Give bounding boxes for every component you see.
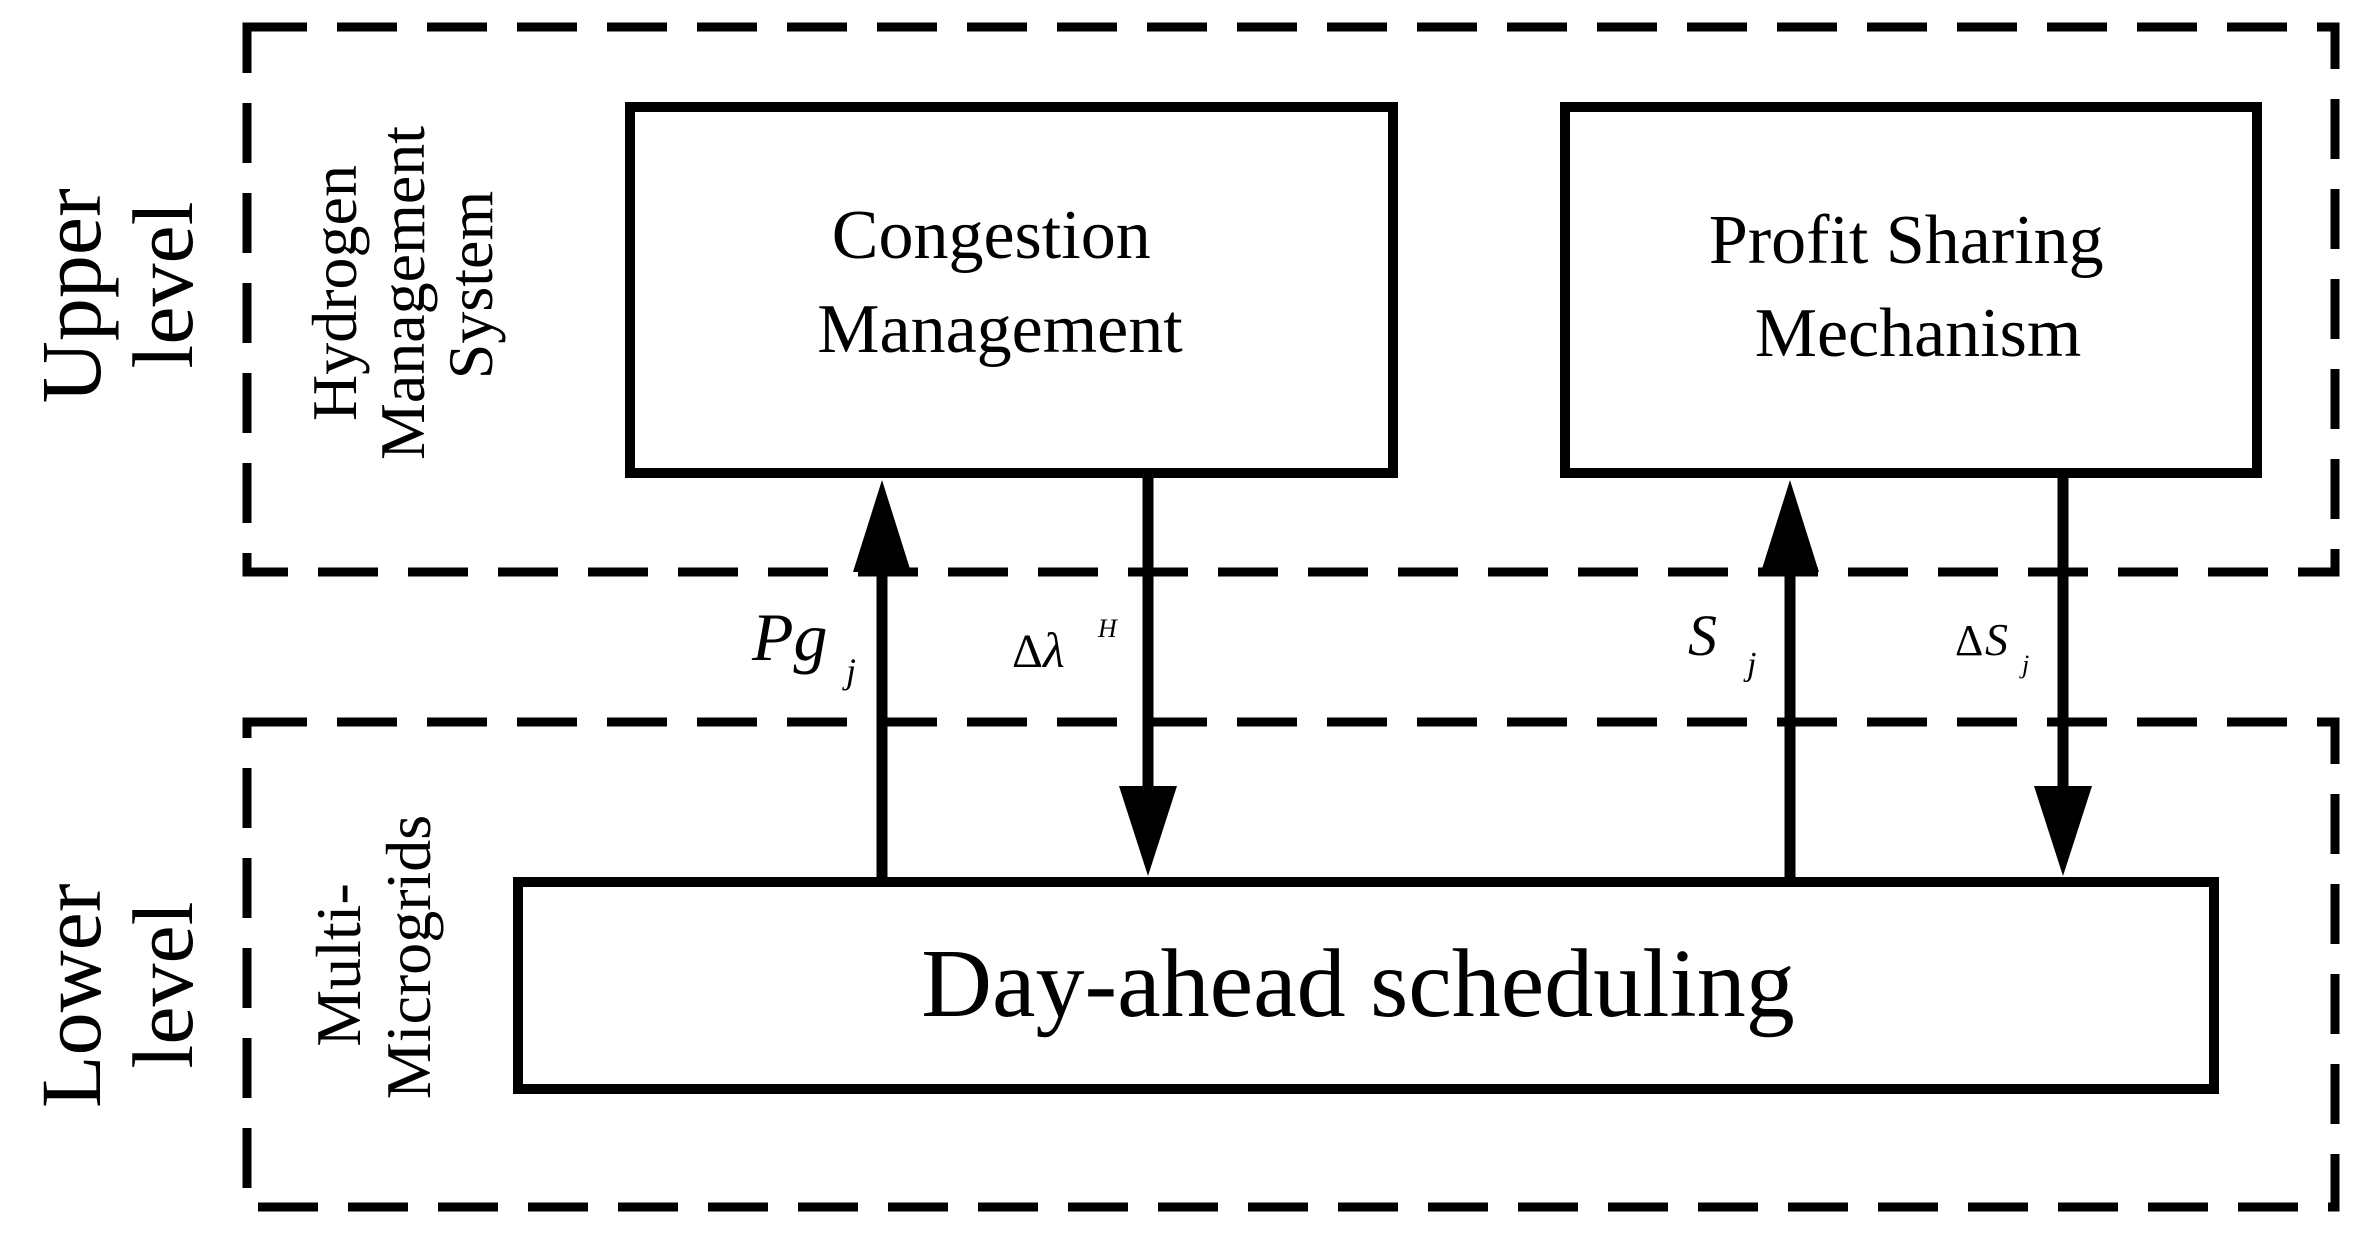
upper-level-label: Upper level	[23, 167, 211, 403]
upper-level-region	[242, 22, 2340, 577]
lower-level-line-2: level	[115, 901, 211, 1068]
s-subscript: j	[1743, 646, 1756, 683]
ds-subscript: j	[2019, 650, 2029, 679]
lower-level-label: Lower level	[23, 862, 211, 1108]
upper-level-line-2: level	[115, 201, 211, 368]
day-ahead-scheduling-box	[513, 877, 2219, 1094]
ds-label: Δ S j	[1955, 614, 2029, 679]
mmg-line-1: Multi-	[303, 883, 374, 1047]
pg-arrowhead	[853, 480, 911, 572]
s-main: S	[1688, 603, 1717, 668]
dlambda-superscript: H	[1097, 614, 1118, 643]
congestion-management-text: Congestion Management	[817, 197, 1183, 368]
lower-level-line-1: Lower	[23, 884, 119, 1108]
dlambda-arrowhead	[1119, 786, 1177, 876]
ds-arrowhead	[2034, 786, 2092, 876]
hms-line-3: System	[435, 191, 506, 379]
hms-line-1: Hydrogen	[299, 165, 370, 421]
profit-sharing-mechanism-box	[1560, 102, 2262, 478]
pg-subscript: j	[842, 651, 856, 691]
ds-delta: Δ	[1955, 616, 1983, 665]
s-label: S j	[1688, 603, 1756, 683]
pg-label: Pg j	[751, 599, 856, 691]
ds-main: S	[1985, 614, 2008, 665]
hms-line-2: Management	[367, 126, 438, 460]
day-ahead-scheduling-text: Day-ahead scheduling	[921, 930, 1794, 1038]
multi-microgrids-label: Multi- Microgrids	[303, 815, 444, 1099]
mmg-line-2: Microgrids	[373, 815, 444, 1099]
profit-line-2: Mechanism	[1755, 295, 2082, 372]
congestion-line-2: Management	[817, 291, 1183, 368]
upper-level-line-1: Upper	[23, 188, 119, 403]
profit-sharing-mechanism-text: Profit Sharing Mechanism	[1709, 202, 2121, 372]
dlambda-delta: Δ	[1012, 625, 1043, 678]
lower-level-region	[242, 717, 2340, 1212]
congestion-management-box	[625, 102, 1398, 478]
s-arrowhead	[1761, 480, 1819, 572]
profit-line-1: Profit Sharing	[1709, 202, 2104, 279]
congestion-line-1: Congestion	[832, 197, 1151, 274]
dlambda-main: λ	[1041, 622, 1065, 678]
dlambda-label: Δ λ H	[1012, 614, 1118, 678]
hydrogen-management-system-label: Hydrogen Management System	[299, 110, 506, 460]
pg-main: Pg	[751, 599, 828, 675]
